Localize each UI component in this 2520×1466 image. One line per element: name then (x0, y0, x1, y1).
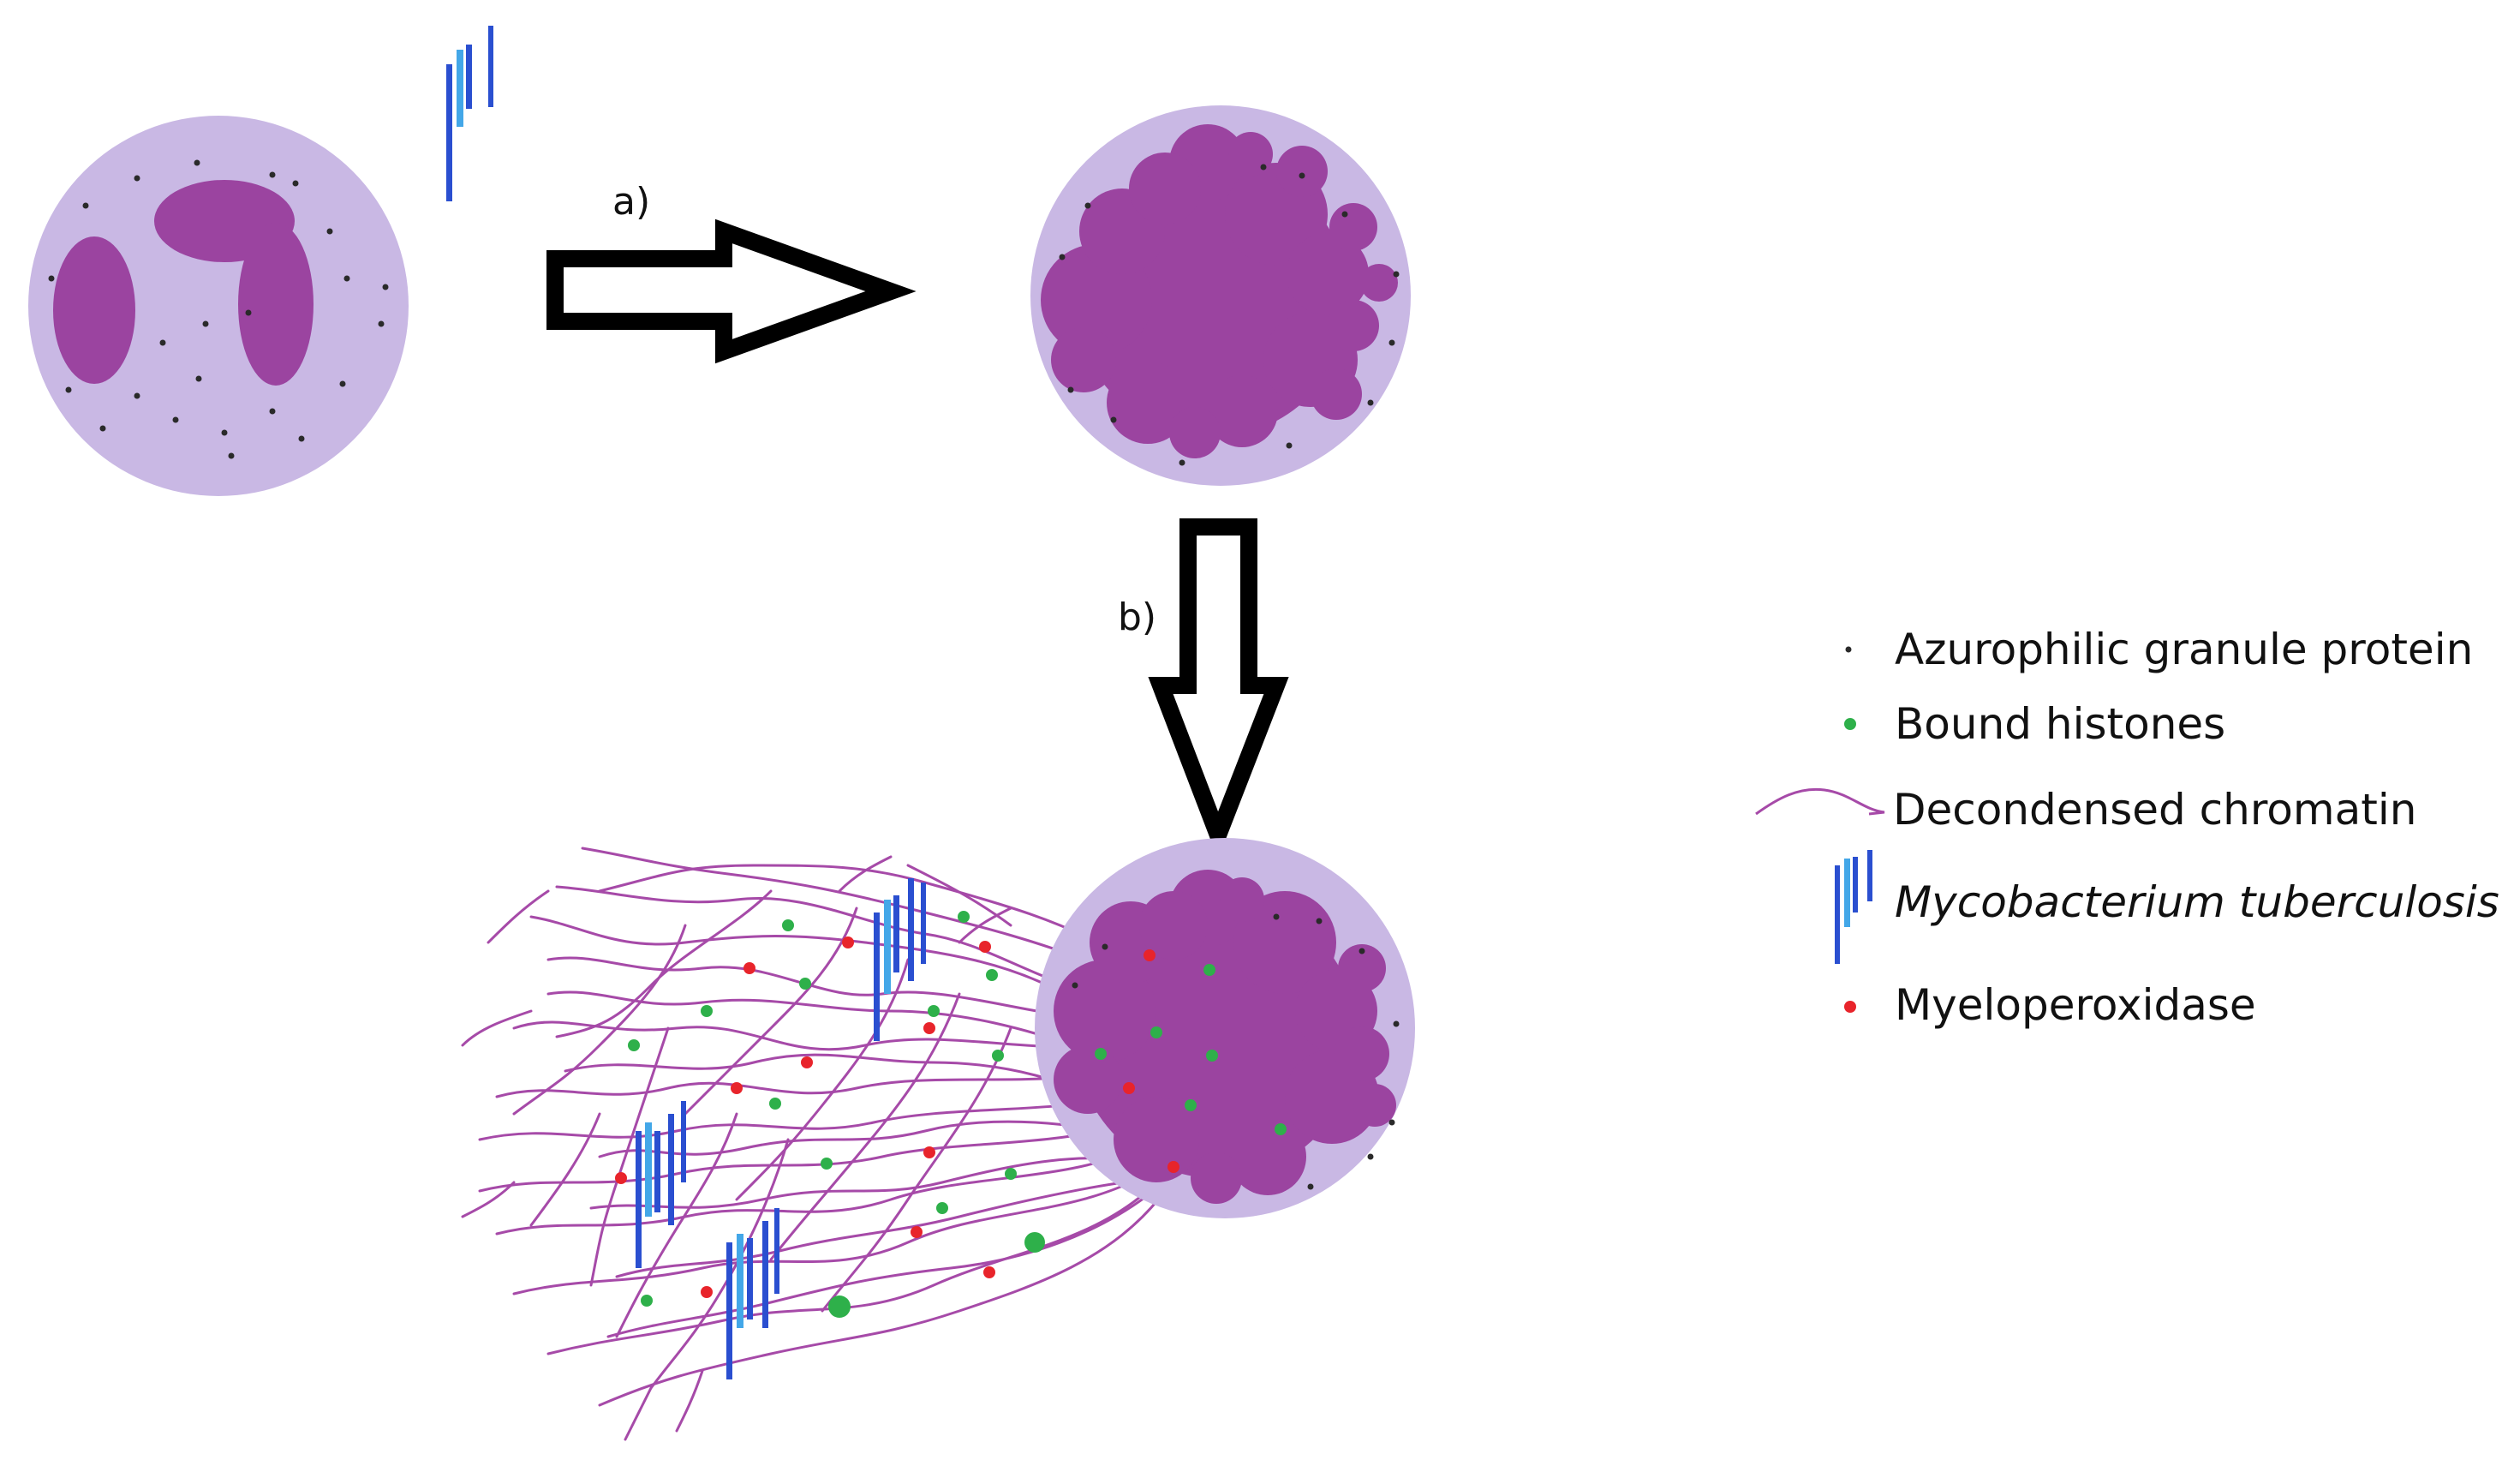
cell-cytoplasm (28, 116, 409, 496)
legend-item-histones: Bound histones (1844, 699, 2225, 749)
bacteria-icon (636, 1101, 686, 1268)
legend-item-mycobacterium: Mycobacterium tuberculosis (1835, 850, 2499, 964)
legend-label: Bound histones (1895, 699, 2225, 749)
decondensed-nucleus (1054, 870, 1396, 1204)
wavy-line-icon (1755, 787, 1885, 816)
net-formation (461, 838, 1415, 1441)
legend: Azurophilic granule protein Bound histon… (1755, 625, 2499, 1030)
legend-label: Myeloperoxidase (1895, 980, 2256, 1030)
granule-group (1072, 913, 1400, 1190)
red-dot-icon (1844, 1001, 1856, 1013)
myeloperoxidase (615, 936, 1179, 1298)
bacteria-rods-icon (1835, 850, 1872, 964)
activated-neutrophil (1030, 105, 1411, 486)
legend-item-azurophilic: Azurophilic granule protein (1845, 625, 2473, 674)
dot-icon (1845, 646, 1852, 653)
legend-label: Decondensed chromatin (1893, 785, 2416, 835)
bacteria-icon (874, 878, 926, 1041)
bacteria-icon (726, 1208, 779, 1379)
decondensed-nucleus (1041, 124, 1398, 458)
legend-label: Mycobacterium tuberculosis (1895, 877, 2499, 927)
green-dot-icon (1844, 718, 1856, 730)
decondensed-chromatin (461, 847, 1167, 1441)
bacteria-icon (446, 26, 493, 201)
nucleus-lobe-right (238, 223, 314, 386)
step-b-label: b) (1118, 595, 1156, 639)
legend-label: Azurophilic granule protein (1895, 625, 2473, 674)
legend-item-chromatin: Decondensed chromatin (1755, 785, 2416, 835)
legend-item-myeloperoxidase: Myeloperoxidase (1844, 980, 2256, 1030)
arrow-a (546, 218, 917, 364)
step-a-label: a) (612, 180, 650, 224)
bound-histones (628, 911, 1287, 1318)
granule-group (1059, 164, 1400, 466)
resting-neutrophil (28, 116, 409, 496)
arrow-b (1148, 518, 1289, 859)
granule-group (48, 159, 389, 459)
nucleus-lobe-left (53, 236, 135, 384)
